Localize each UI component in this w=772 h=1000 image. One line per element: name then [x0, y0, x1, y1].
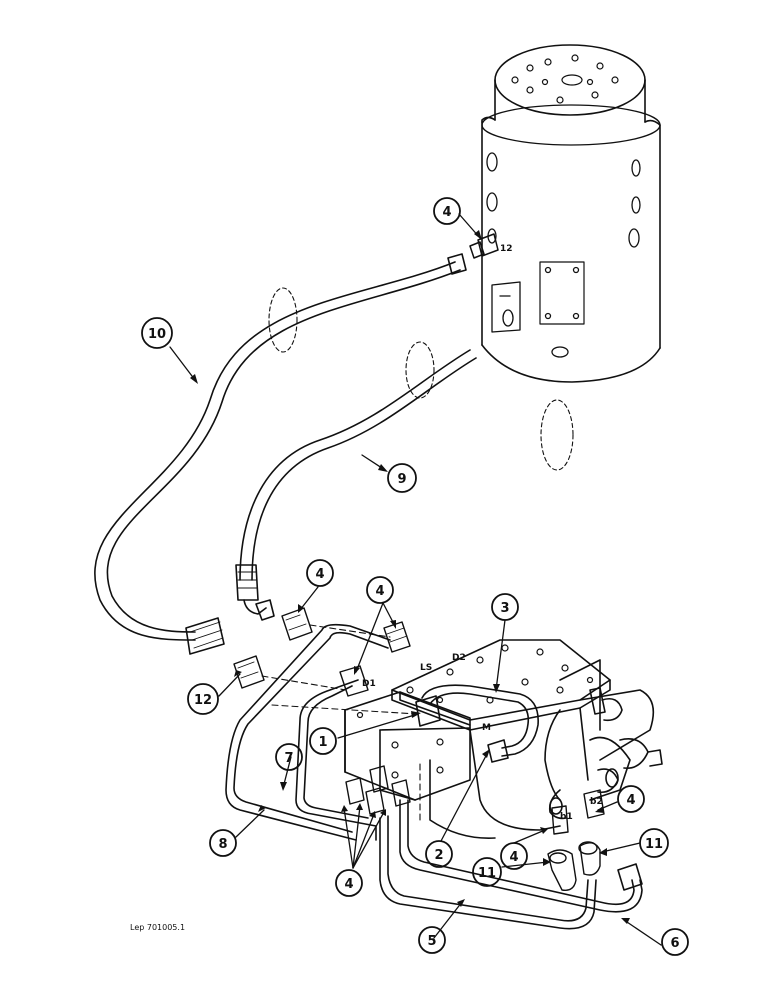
callout-11-right: 11: [645, 837, 663, 852]
callout-6: 6: [670, 936, 679, 951]
rotary-joint: [469, 44, 661, 383]
hose-9: [235, 349, 477, 621]
callout-2: 2: [434, 848, 443, 863]
hose-10: [94, 253, 467, 655]
clamp-markers: [268, 287, 574, 471]
elbows-11: [547, 841, 601, 891]
callout-4-b1: 4: [509, 850, 518, 865]
callout-12: 12: [194, 693, 212, 708]
callout-4-b2: 4: [626, 793, 635, 808]
pipe-5: [379, 815, 597, 930]
callout-7: 7: [284, 751, 293, 766]
port-label-b2: b2: [590, 797, 603, 807]
callout-5: 5: [427, 934, 436, 949]
assembly-lines: [261, 624, 421, 821]
callout-11-left: 11: [478, 866, 496, 881]
callout-9: 9: [397, 472, 406, 487]
callout-8: 8: [218, 837, 227, 852]
callout-4-lower: 4: [344, 877, 353, 892]
callout-1: 1: [318, 735, 327, 750]
drawing-reference: Lep 701005.1: [130, 923, 185, 932]
callout-10: 10: [148, 327, 166, 342]
callout-numbers: 4 10 9 4 4 3 1 12 7 8 4 2 4 4 11 11 5 6: [148, 205, 680, 951]
port-label-m: M: [482, 723, 491, 733]
port-label-ls: LS: [420, 663, 432, 673]
pipe-6: [399, 799, 643, 913]
port-labels: 12 D1 D2 LS M b1 b2: [362, 244, 603, 822]
control-valve: [344, 639, 663, 839]
pipe-7: [295, 679, 377, 841]
arrowheads: [190, 230, 630, 924]
port-label-d1: D1: [362, 679, 376, 689]
port-label-d2: D2: [452, 653, 466, 663]
callout-circles: [141, 197, 689, 956]
port-label-b1: b1: [560, 812, 573, 822]
callout-4-upper-right: 4: [375, 584, 384, 599]
callout-4-mid: 4: [315, 567, 324, 582]
callout-3: 3: [500, 601, 509, 616]
leader-lines: [169, 213, 662, 946]
pipe-8: [225, 623, 391, 841]
callout-4-top: 4: [442, 205, 451, 220]
port-label-12: 12: [500, 244, 513, 254]
fittings-4: [233, 607, 605, 835]
